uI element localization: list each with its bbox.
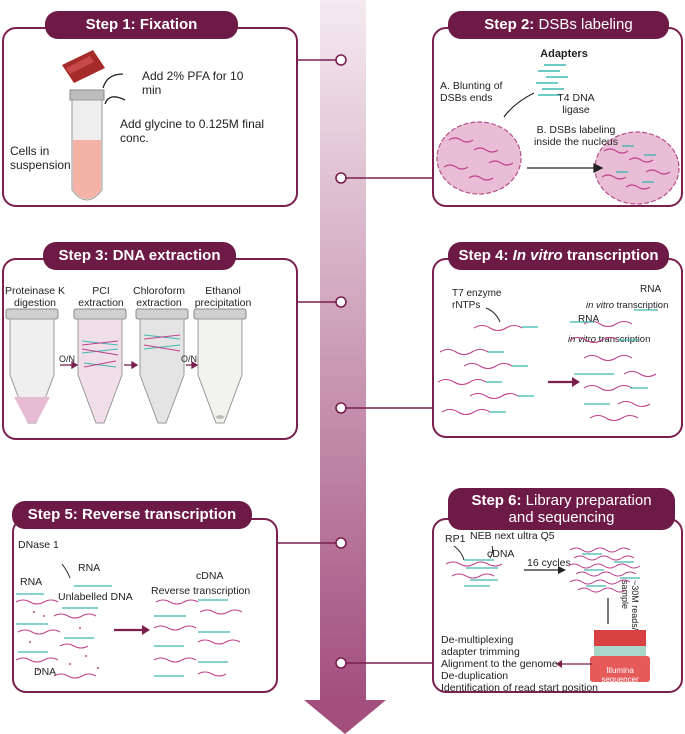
neb-label: NEB next ultra Q5 [470, 530, 555, 542]
ivt-label-1-rest: transcription [616, 300, 669, 311]
dna-strands-right [569, 320, 657, 422]
tube-label-pci: PCI extraction [78, 285, 124, 309]
step6-title-line1: Library preparation [525, 491, 652, 509]
unlabelled-dna-label: Unlabelled DNA [58, 591, 133, 603]
step4-title: Step 4: In vitro transcription [448, 242, 669, 270]
step3-title: Step 3: DNA extraction [43, 242, 236, 270]
blunting-label: A. Blunting of DSBs ends [440, 80, 503, 104]
dnase-label: DNase 1 [18, 539, 59, 551]
nucleus-left-icon [436, 121, 522, 195]
adapter-stack-icon [536, 64, 568, 96]
illumina-sequencer-icon [590, 630, 650, 682]
on-label-1: O/N [59, 354, 76, 364]
analysis-step: De-multiplexing [441, 634, 514, 646]
step2-prefix: Step 2: [484, 16, 535, 34]
rna-label-1: RNA [640, 284, 662, 295]
library-illustration [445, 545, 650, 682]
tube-ethanol-icon [193, 308, 247, 424]
extraction-tubes [5, 308, 247, 424]
on-label-2: O/N [181, 354, 198, 364]
step1-title: Step 1: Fixation [45, 11, 238, 39]
step6-title: Step 6: Library preparation and sequenci… [448, 488, 675, 530]
rna-label-2: RNA [578, 314, 600, 325]
step2-title-text: DSBs labeling [538, 16, 633, 34]
step2-title: Step 2: DSBs labeling [448, 11, 669, 39]
dna-strands-left [437, 324, 523, 416]
analysis-step: Identification of read start position [441, 682, 599, 694]
cycles-label: 16 cycles [527, 557, 571, 569]
cdna-label-step6: cDNA [487, 548, 515, 560]
timeline-arrow [304, 0, 386, 734]
step3-prefix: Step 3: [58, 247, 109, 265]
tube-pci-icon [73, 308, 127, 424]
cells-label: Cells in suspension [10, 144, 71, 172]
rt-label: Reverse transcription [151, 585, 251, 597]
tube-label-ethanol: Ethanol precipitation [194, 285, 252, 309]
step5-title-text: Reverse transcription [81, 506, 237, 524]
pfa-bottle-icon [62, 50, 105, 83]
tube-proteinase-icon [5, 308, 59, 424]
rna-top-label: RNA [78, 562, 101, 574]
amplified-library [567, 547, 641, 593]
adapters-label: Adapters [540, 48, 588, 60]
ivt-label-1: in vitro transcription [586, 300, 668, 312]
tube-icon [69, 89, 105, 201]
analysis-step: adapter trimming [441, 646, 520, 658]
step5-title: Step 5: Reverse transcription [12, 501, 252, 529]
step4-title-rest: transcription [566, 247, 659, 265]
ivt-label-1-italic: in vitro [586, 300, 614, 311]
step1-arrows [102, 73, 126, 105]
ivt-illustration [437, 307, 658, 422]
dsb-labeling-illustration [436, 64, 680, 205]
t7-label: T7 enzyme rNTPs [452, 288, 502, 311]
tube-label-chloroform: Chloroform extraction [133, 285, 185, 309]
tube-chloroform-icon [135, 308, 189, 424]
rp1-label: RP1 [445, 533, 466, 545]
rna-left-label: RNA [20, 576, 43, 588]
pfa-label: Add 2% PFA for 10 min [142, 69, 244, 97]
fixation-illustration [62, 50, 105, 201]
analysis-step: De-duplication [441, 670, 509, 682]
ligase-label: T4 DNA ligase [557, 92, 595, 116]
step3-title-text: DNA extraction [112, 247, 221, 265]
step6-title-line2: and sequencing [508, 509, 615, 526]
step4-title-italic: In vitro [512, 247, 563, 265]
ivt-label-2-italic: in vitro [568, 334, 596, 345]
step1-prefix: Step 1: [85, 16, 136, 34]
glycine-label: Add glycine to 0.125M final conc. [120, 117, 265, 145]
analysis-step: Alignment to the genome [441, 658, 558, 670]
step4-prefix: Step 4: [458, 247, 509, 265]
labeling-label: B. DSBs labeling inside the nucleus [533, 124, 619, 148]
cdna-label-step5: cDNA [196, 570, 224, 582]
tube-label-proteinase: Proteinase K digestion [4, 285, 66, 309]
step1-title-text: Fixation [139, 16, 198, 34]
dna-label: DNA [34, 666, 57, 678]
sequencer-label: Illumina sequencer [601, 666, 639, 684]
step6-prefix: Step 6: [471, 491, 522, 509]
step5-prefix: Step 5: [27, 506, 78, 524]
analysis-steps: De-multiplexing adapter trimming Alignme… [441, 634, 598, 694]
rt-illustration [15, 563, 243, 679]
step1-panel [2, 27, 298, 207]
